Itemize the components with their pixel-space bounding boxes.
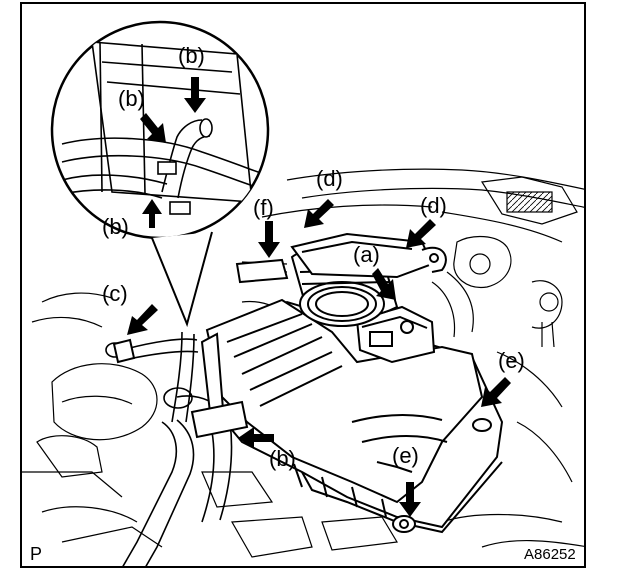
- engine-bay-background: [22, 168, 584, 558]
- arrow-f: [258, 221, 280, 258]
- figure-id: A86252: [524, 546, 576, 563]
- callout-d-left: (d): [316, 166, 343, 191]
- callout-b-inset-bottom: (b): [102, 214, 129, 239]
- arrow-a: [372, 268, 396, 300]
- arrow-b-inset-top: [184, 77, 206, 113]
- callout-c: (c): [102, 281, 128, 306]
- arrow-b-inset-left: [140, 113, 166, 143]
- callout-f: (f): [253, 195, 274, 220]
- view-code: P: [30, 544, 43, 564]
- arrow-b-inset-bottom: [142, 199, 162, 228]
- callout-a: (a): [353, 242, 380, 267]
- arrow-e-right: [481, 377, 511, 407]
- callout-d-right: (d): [420, 193, 447, 218]
- arrow-d-left: [304, 199, 334, 228]
- callout-e-bottom: (e): [392, 443, 419, 468]
- arrow-b-main: [238, 427, 274, 449]
- callout-b-inset-top: (b): [178, 43, 205, 68]
- callout-b-main: (b): [269, 446, 296, 471]
- callout-e-right: (e): [498, 348, 525, 373]
- callout-b-inset-left: (b): [118, 86, 145, 111]
- callout-arrows: [127, 77, 511, 517]
- arrow-e-bottom: [399, 482, 421, 517]
- arrow-d-right: [406, 219, 436, 248]
- air-cleaner-assembly: [112, 232, 504, 534]
- diagram-frame: (b) (b) (b) (c) (f) (d) (d) (a) (e) (e) …: [20, 2, 586, 568]
- engine-bay-illustration: [22, 20, 584, 566]
- arrow-c: [127, 304, 158, 335]
